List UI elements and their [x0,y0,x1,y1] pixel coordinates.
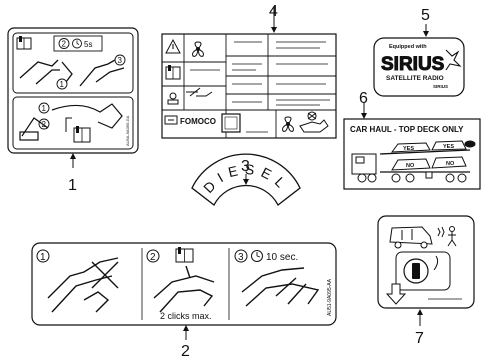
truck-illustration [351,140,476,183]
callout-5: 5 [421,7,430,24]
callout-3: 3 [241,158,250,175]
sirius-brand: SIRIUS [381,54,444,75]
label7-part-code: AU51-9A095-AA [327,278,333,316]
car-haul-no-2: NO [446,161,455,167]
sirius-line3: SIRIUS [433,84,448,89]
label1-time: 5s [84,40,92,49]
van-icon [389,226,433,249]
nozzle-sketch-2 [153,265,215,313]
timer-icon [72,38,82,49]
callout-4: 4 [269,3,278,20]
car-haul-no-1: NO [406,163,415,169]
key-icon [164,115,178,125]
callout-1: 1 [68,177,77,194]
label-underhood: FOMOCO [161,33,337,139]
label1-step2: 2 [62,40,67,49]
owner-manual-icon-2 [65,117,91,143]
nozzle-sketch-1 [47,257,119,313]
label1-step1: 1 [60,80,65,89]
owner-manual-icon-3 [165,65,181,80]
warning-triangle-icon [165,38,181,54]
hand-icon [299,111,329,133]
owner-manual-icon [16,36,32,50]
label7-step2: 2 [150,252,156,263]
callout-6: 6 [359,90,368,107]
car-haul-title: CAR HAUL - TOP DECK ONLY [350,125,464,134]
car-haul-yes-2: YES [443,144,454,150]
down-arrow-icon [385,283,407,305]
nozzle-sketch-3 [241,267,320,307]
label1-part-code: AU5A-9A095-GA [125,115,130,146]
label7-step1: 1 [40,252,46,263]
label-car-haul: CAR HAUL - TOP DECK ONLY YES YES NO NO [343,118,481,190]
label-capless-fuel: 2 5s 1 3 1 2 [7,27,139,154]
label1-step3: 3 [118,56,123,65]
label1-step1b: 1 [42,104,47,113]
key-slot-icon [395,251,451,291]
battery-icon [167,87,213,105]
fan-icon-2 [282,116,294,132]
label-sirius: Equipped with SIRIUS SATELLITE RADIO SIR… [373,37,465,97]
callout-7: 7 [415,330,424,347]
sirius-dog-icon [445,49,462,71]
label7-step3: 3 [238,252,244,263]
jerry-can-illustration [19,103,123,141]
timer-icon-2 [251,250,263,262]
callout-2: 2 [181,343,190,360]
label-refuel-steps: 1 2 3 10 sec. 2 clicks max. [31,242,337,326]
sirius-line2: SATELLITE RADIO [386,75,444,82]
label2-brand: FOMOCO [180,117,216,126]
person-icon [437,226,457,247]
owner-manual-icon-4 [175,247,194,263]
text-lines [190,41,330,133]
sirius-equipped: Equipped with [389,44,427,50]
label7-time: 10 sec. [266,252,298,263]
label-van-key [377,215,475,309]
car-haul-yes-1: YES [403,146,414,152]
fan-icon [192,41,204,57]
label7-clicks: 2 clicks max. [160,311,212,321]
